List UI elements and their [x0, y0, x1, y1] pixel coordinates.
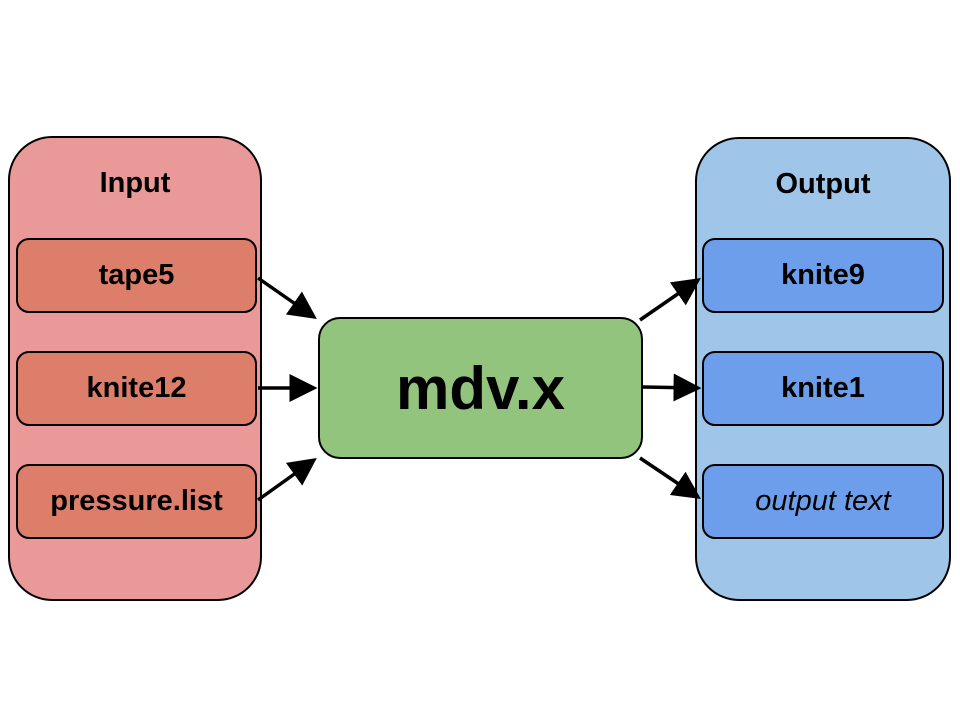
output-item-knite1: knite1	[702, 351, 944, 426]
output-group-title: Output	[775, 168, 871, 200]
process-box: mdv.x	[318, 317, 643, 459]
arrow-process-to-output-text	[639, 456, 701, 499]
input-item-pressure-list: pressure.list	[16, 464, 257, 539]
input-group-title: Input	[99, 167, 171, 199]
arrow-tape5-to-process	[256, 276, 317, 320]
arrow-process-to-knite1	[642, 373, 702, 402]
input-item-knite12: knite12	[16, 351, 257, 426]
output-item-knite9: knite9	[702, 238, 944, 313]
input-item-tape5: tape5	[16, 238, 257, 313]
arrow-pressure-list-to-process	[256, 457, 317, 502]
output-item-output-text: output text	[702, 464, 944, 539]
arrow-process-to-knite9	[639, 278, 701, 322]
